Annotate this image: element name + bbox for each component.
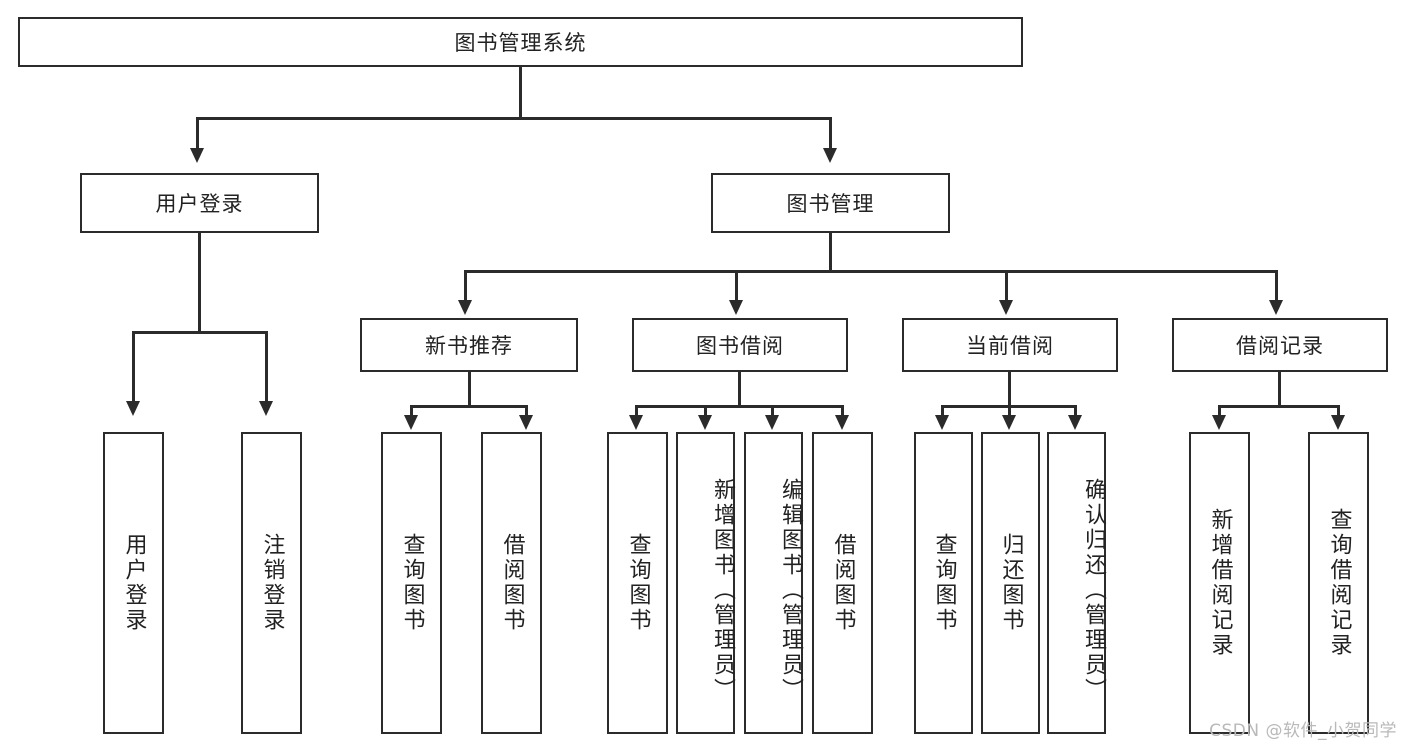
node-new-book-recommend[interactable]: 新书推荐 bbox=[360, 318, 578, 372]
connector-to-user-login bbox=[196, 117, 199, 150]
connector-br-drop-2 bbox=[1337, 405, 1340, 417]
node-book-borrow[interactable]: 图书借阅 bbox=[632, 318, 848, 372]
leaf-user-login-login[interactable]: 用户登录 bbox=[103, 432, 164, 734]
node-label: 用户登录 bbox=[155, 192, 244, 216]
leaf-bb-borrow-book[interactable]: 借阅图书 bbox=[812, 432, 873, 734]
arrow-bb-leaf-3 bbox=[765, 415, 779, 430]
node-label: 借阅图书 bbox=[499, 533, 525, 633]
leaf-br-add-record[interactable]: 新增借阅记录 bbox=[1189, 432, 1250, 734]
node-label: 新书推荐 bbox=[425, 334, 513, 358]
leaf-nbr-query-book[interactable]: 查询图书 bbox=[381, 432, 442, 734]
leaf-bb-add-book[interactable]: 新增图书（管理员） bbox=[676, 432, 735, 734]
connector-cb-stem bbox=[1008, 372, 1011, 408]
connector-bb-stem bbox=[738, 372, 741, 408]
connector-bb-drop-1 bbox=[635, 405, 638, 417]
arrow-bb-leaf-2 bbox=[698, 415, 712, 430]
node-label: 图书管理系统 bbox=[454, 31, 587, 55]
arrow-user-login-leaf-1 bbox=[126, 401, 140, 416]
connector-to-book-manage bbox=[829, 117, 832, 150]
leaf-br-query-record[interactable]: 查询借阅记录 bbox=[1308, 432, 1369, 734]
arrow-bb-leaf-1 bbox=[629, 415, 643, 430]
connector-level3-bus bbox=[464, 270, 1278, 273]
connector-nbr-bus bbox=[410, 405, 528, 408]
leaf-bb-query-book[interactable]: 查询图书 bbox=[607, 432, 668, 734]
node-label: 当前借阅 bbox=[966, 334, 1054, 358]
connector-user-login-bus bbox=[132, 331, 268, 334]
node-label: 图书借阅 bbox=[696, 334, 784, 358]
arrow-nbr-leaf-2 bbox=[519, 415, 533, 430]
connector-book-manage-stem bbox=[829, 233, 832, 272]
node-label: 用户登录 bbox=[121, 533, 147, 633]
arrow-level3-1 bbox=[458, 300, 472, 315]
connector-br-bus bbox=[1218, 405, 1340, 408]
arrow-nbr-leaf-1 bbox=[404, 415, 418, 430]
connector-bb-bus bbox=[635, 405, 844, 408]
node-current-borrow[interactable]: 当前借阅 bbox=[902, 318, 1118, 372]
connector-br-drop-1 bbox=[1218, 405, 1221, 417]
connector-user-login-stem bbox=[198, 233, 201, 333]
connector-nbr-stem bbox=[468, 372, 471, 408]
node-label: 新增借阅记录 bbox=[1207, 508, 1233, 658]
arrow-level3-4 bbox=[1269, 300, 1283, 315]
node-label: 查询图书 bbox=[931, 533, 957, 633]
leaf-cb-query-book[interactable]: 查询图书 bbox=[914, 432, 973, 734]
leaf-bb-edit-book[interactable]: 编辑图书（管理员） bbox=[744, 432, 803, 734]
node-label: 编辑图书（管理员） bbox=[778, 477, 803, 703]
connector-level3-drop-2 bbox=[735, 270, 738, 302]
arrow-user-login-leaf-2 bbox=[259, 401, 273, 416]
connector-bb-drop-4 bbox=[841, 405, 844, 417]
connector-level3-drop-1 bbox=[464, 270, 467, 302]
arrow-cb-leaf-2 bbox=[1002, 415, 1016, 430]
node-label: 归还图书 bbox=[998, 533, 1024, 633]
watermark-text: CSDN @软件_小贺同学 bbox=[1209, 721, 1397, 741]
arrow-cb-leaf-1 bbox=[935, 415, 949, 430]
node-label: 查询图书 bbox=[399, 533, 425, 633]
connector-nbr-drop-2 bbox=[525, 405, 528, 417]
node-label: 查询图书 bbox=[625, 533, 651, 633]
arrow-bb-leaf-4 bbox=[835, 415, 849, 430]
node-label: 确认归还（管理员） bbox=[1081, 477, 1106, 703]
node-label: 新增图书（管理员） bbox=[710, 477, 735, 703]
connector-bb-drop-2 bbox=[704, 405, 707, 417]
arrow-br-leaf-2 bbox=[1331, 415, 1345, 430]
connector-level3-drop-3 bbox=[1005, 270, 1008, 302]
arrow-to-book-manage bbox=[823, 148, 837, 163]
connector-br-stem bbox=[1278, 372, 1281, 408]
connector-root-bus bbox=[196, 117, 832, 120]
leaf-nbr-borrow-book[interactable]: 借阅图书 bbox=[481, 432, 542, 734]
node-root-system[interactable]: 图书管理系统 bbox=[18, 17, 1023, 67]
arrow-level3-2 bbox=[729, 300, 743, 315]
node-book-manage[interactable]: 图书管理 bbox=[711, 173, 950, 233]
leaf-cb-return-book[interactable]: 归还图书 bbox=[981, 432, 1040, 734]
leaf-user-login-logout[interactable]: 注销登录 bbox=[241, 432, 302, 734]
arrow-to-user-login bbox=[190, 148, 204, 163]
arrow-level3-3 bbox=[999, 300, 1013, 315]
node-label: 注销登录 bbox=[259, 533, 285, 633]
node-label: 借阅图书 bbox=[830, 533, 856, 633]
connector-nbr-drop-1 bbox=[410, 405, 413, 417]
connector-bb-drop-3 bbox=[771, 405, 774, 417]
node-borrow-record[interactable]: 借阅记录 bbox=[1172, 318, 1388, 372]
leaf-cb-confirm-return[interactable]: 确认归还（管理员） bbox=[1047, 432, 1106, 734]
node-label: 图书管理 bbox=[786, 192, 875, 216]
arrow-br-leaf-1 bbox=[1212, 415, 1226, 430]
connector-cb-drop-1 bbox=[941, 405, 944, 417]
node-label: 借阅记录 bbox=[1236, 334, 1324, 358]
arrow-cb-leaf-3 bbox=[1068, 415, 1082, 430]
connector-user-login-drop-1 bbox=[132, 331, 135, 403]
node-label: 查询借阅记录 bbox=[1326, 508, 1352, 658]
connector-user-login-drop-2 bbox=[265, 331, 268, 403]
connector-level3-drop-4 bbox=[1275, 270, 1278, 302]
connector-cb-drop-2 bbox=[1008, 405, 1011, 417]
node-user-login[interactable]: 用户登录 bbox=[80, 173, 319, 233]
connector-root-stem bbox=[519, 67, 522, 119]
connector-cb-drop-3 bbox=[1074, 405, 1077, 417]
